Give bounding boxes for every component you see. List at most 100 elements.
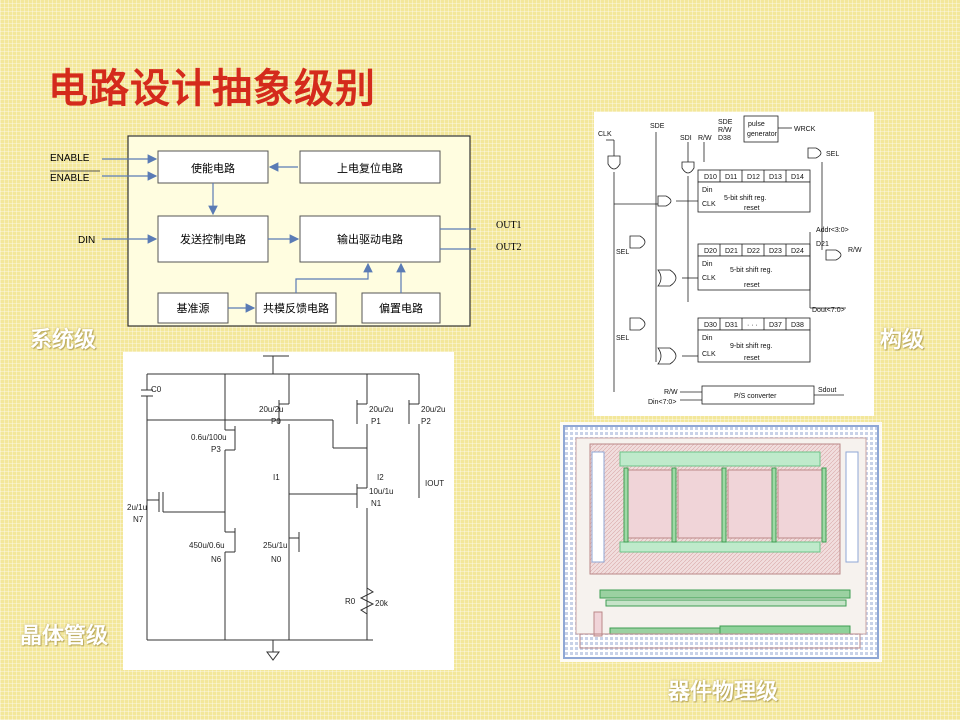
rw2-label: R/W bbox=[718, 127, 732, 134]
reg2-din: Din bbox=[702, 261, 713, 268]
n0-label: N0 bbox=[271, 555, 282, 564]
n0-size: 25u/1u bbox=[263, 541, 287, 550]
reg1-cell-3: D13 bbox=[769, 174, 782, 181]
block-cmfb-label: 共模反馈电路 bbox=[263, 302, 329, 315]
block-bias bbox=[361, 292, 441, 324]
reg1-reset: reset bbox=[744, 205, 760, 212]
dout-label: Dout<7:0> bbox=[812, 307, 845, 314]
page-title: 电路设计抽象级别 bbox=[48, 66, 376, 112]
reg1-din: Din bbox=[702, 187, 713, 194]
pulse-label-1: pulse bbox=[748, 121, 765, 128]
reg1-name: 5-bit shift reg. bbox=[724, 195, 766, 202]
reg2-reset: reset bbox=[744, 282, 760, 289]
sel-label-mid: SEL bbox=[616, 249, 629, 256]
n7-label: N7 bbox=[133, 515, 144, 524]
block-bias-label: 偏置电路 bbox=[379, 301, 423, 315]
rw-label: R/W bbox=[698, 135, 712, 142]
label-system-level: 系统级 bbox=[30, 327, 97, 353]
p1-size: 20u/2u bbox=[369, 405, 393, 414]
d38-label: D38 bbox=[718, 135, 731, 142]
reg2-clk: CLK bbox=[702, 275, 716, 282]
enable-bar-label: ENABLE bbox=[50, 173, 90, 184]
p2-size: 20u/2u bbox=[421, 405, 445, 414]
addr-label: Addr<3:0> bbox=[816, 227, 849, 234]
r0-label: R0 bbox=[345, 597, 356, 606]
sel-label-top: SEL bbox=[826, 151, 839, 158]
i1-label: I1 bbox=[273, 473, 280, 482]
d21-label: D21 bbox=[816, 241, 829, 248]
ps-converter-label: P/S converter bbox=[734, 393, 777, 400]
iout-label: IOUT bbox=[425, 479, 444, 488]
physical-layout bbox=[560, 422, 882, 662]
reg3-cell-0: D30 bbox=[704, 322, 717, 329]
clk-label: CLK bbox=[598, 131, 612, 138]
out1-label: OUT1 bbox=[496, 220, 522, 231]
system-level-diagram: 使能电路 上电复位电路 发送控制电路 输出驱动电路 基准源 共模反馈电路 偏置电… bbox=[46, 134, 522, 330]
label-transistor-level: 晶体管级 bbox=[20, 623, 109, 649]
wrck-label: WRCK bbox=[794, 126, 816, 133]
block-reference bbox=[157, 292, 229, 324]
label-physical-level: 器件物理级 bbox=[668, 679, 779, 705]
r0-value: 20k bbox=[375, 599, 389, 608]
c0-label: C0 bbox=[151, 385, 162, 394]
out2-label: OUT2 bbox=[496, 242, 522, 253]
i2-label: I2 bbox=[377, 473, 384, 482]
reg3-din: Din bbox=[702, 335, 713, 342]
architecture-diagram-svg: CLK SDE SDI R/W pulse generator SDE R/W … bbox=[598, 115, 862, 406]
architecture-level-diagram: CLK SDE SDI R/W pulse generator SDE R/W … bbox=[594, 112, 874, 416]
enable-label: ENABLE bbox=[50, 153, 90, 164]
block-enable-circuit-label: 使能电路 bbox=[191, 161, 235, 175]
n6-label: N6 bbox=[211, 555, 222, 564]
block-output-driver-label: 输出驱动电路 bbox=[337, 232, 403, 246]
block-tx-control-label: 发送控制电路 bbox=[180, 232, 246, 246]
block-reference-label: 基准源 bbox=[177, 301, 210, 315]
rw4-label: R/W bbox=[664, 389, 678, 396]
reg2-cell-0: D20 bbox=[704, 248, 717, 255]
p2-label: P2 bbox=[421, 417, 431, 426]
din-label: DIN bbox=[78, 235, 95, 246]
reg2-cell-2: D22 bbox=[747, 248, 760, 255]
transistor-level-schematic: C0 20u/2u P0 20u/2u P1 20u/2u P2 0.6u/10… bbox=[123, 352, 454, 670]
p0-label: P0 bbox=[271, 417, 281, 426]
reg3-cell-1: D31 bbox=[725, 322, 738, 329]
reg2-cell-3: D23 bbox=[769, 248, 782, 255]
reg3-cell-4: D38 bbox=[791, 322, 804, 329]
reg1-clk: CLK bbox=[702, 201, 716, 208]
n6-size: 450u/0.6u bbox=[189, 541, 225, 550]
sdi-label: SDI bbox=[680, 135, 692, 142]
reg1-cell-0: D10 bbox=[704, 174, 717, 181]
reg1-cell-2: D12 bbox=[747, 174, 760, 181]
label-architecture-level: 构级 bbox=[880, 327, 925, 353]
reg1-cell-4: D14 bbox=[791, 174, 804, 181]
n1-label: N1 bbox=[371, 499, 382, 508]
rw3-label: R/W bbox=[848, 247, 862, 254]
n1-size: 10u/1u bbox=[369, 487, 393, 496]
block-power-reset-label: 上电复位电路 bbox=[337, 161, 403, 175]
block-tx-control bbox=[157, 215, 269, 263]
n7-size: 2u/1u bbox=[127, 503, 147, 512]
transistor-schematic-svg: C0 20u/2u P0 20u/2u P1 20u/2u P2 0.6u/10… bbox=[127, 355, 445, 661]
sde2-label: SDE bbox=[718, 119, 733, 126]
reg3-name: 9-bit shift reg. bbox=[730, 343, 772, 350]
reg2-cell-4: D24 bbox=[791, 248, 804, 255]
sel-label-bottom: SEL bbox=[616, 335, 629, 342]
sde-label: SDE bbox=[650, 123, 665, 130]
p0-size: 20u/2u bbox=[259, 405, 283, 414]
p1-label: P1 bbox=[371, 417, 381, 426]
block-enable-circuit bbox=[157, 150, 269, 184]
sdout-label: Sdout bbox=[818, 387, 836, 394]
p3-size: 0.6u/100u bbox=[191, 433, 227, 442]
block-power-reset bbox=[299, 150, 441, 184]
block-output-driver bbox=[299, 215, 441, 263]
reg3-reset: reset bbox=[744, 355, 760, 362]
reg3-clk: CLK bbox=[702, 351, 716, 358]
system-diagram-svg: 使能电路 上电复位电路 发送控制电路 输出驱动电路 基准源 共模反馈电路 偏置电… bbox=[50, 135, 494, 327]
pulse-label-2: generator bbox=[747, 131, 778, 138]
reg1-cell-1: D11 bbox=[725, 174, 737, 181]
p3-label: P3 bbox=[211, 445, 221, 454]
din-bus-label: Din<7:0> bbox=[648, 399, 676, 406]
block-cmfb bbox=[255, 292, 337, 324]
reg2-cell-1: D21 bbox=[725, 248, 738, 255]
reg3-cell-3: D37 bbox=[769, 322, 782, 329]
reg2-name: 5-bit shift reg. bbox=[730, 267, 772, 274]
